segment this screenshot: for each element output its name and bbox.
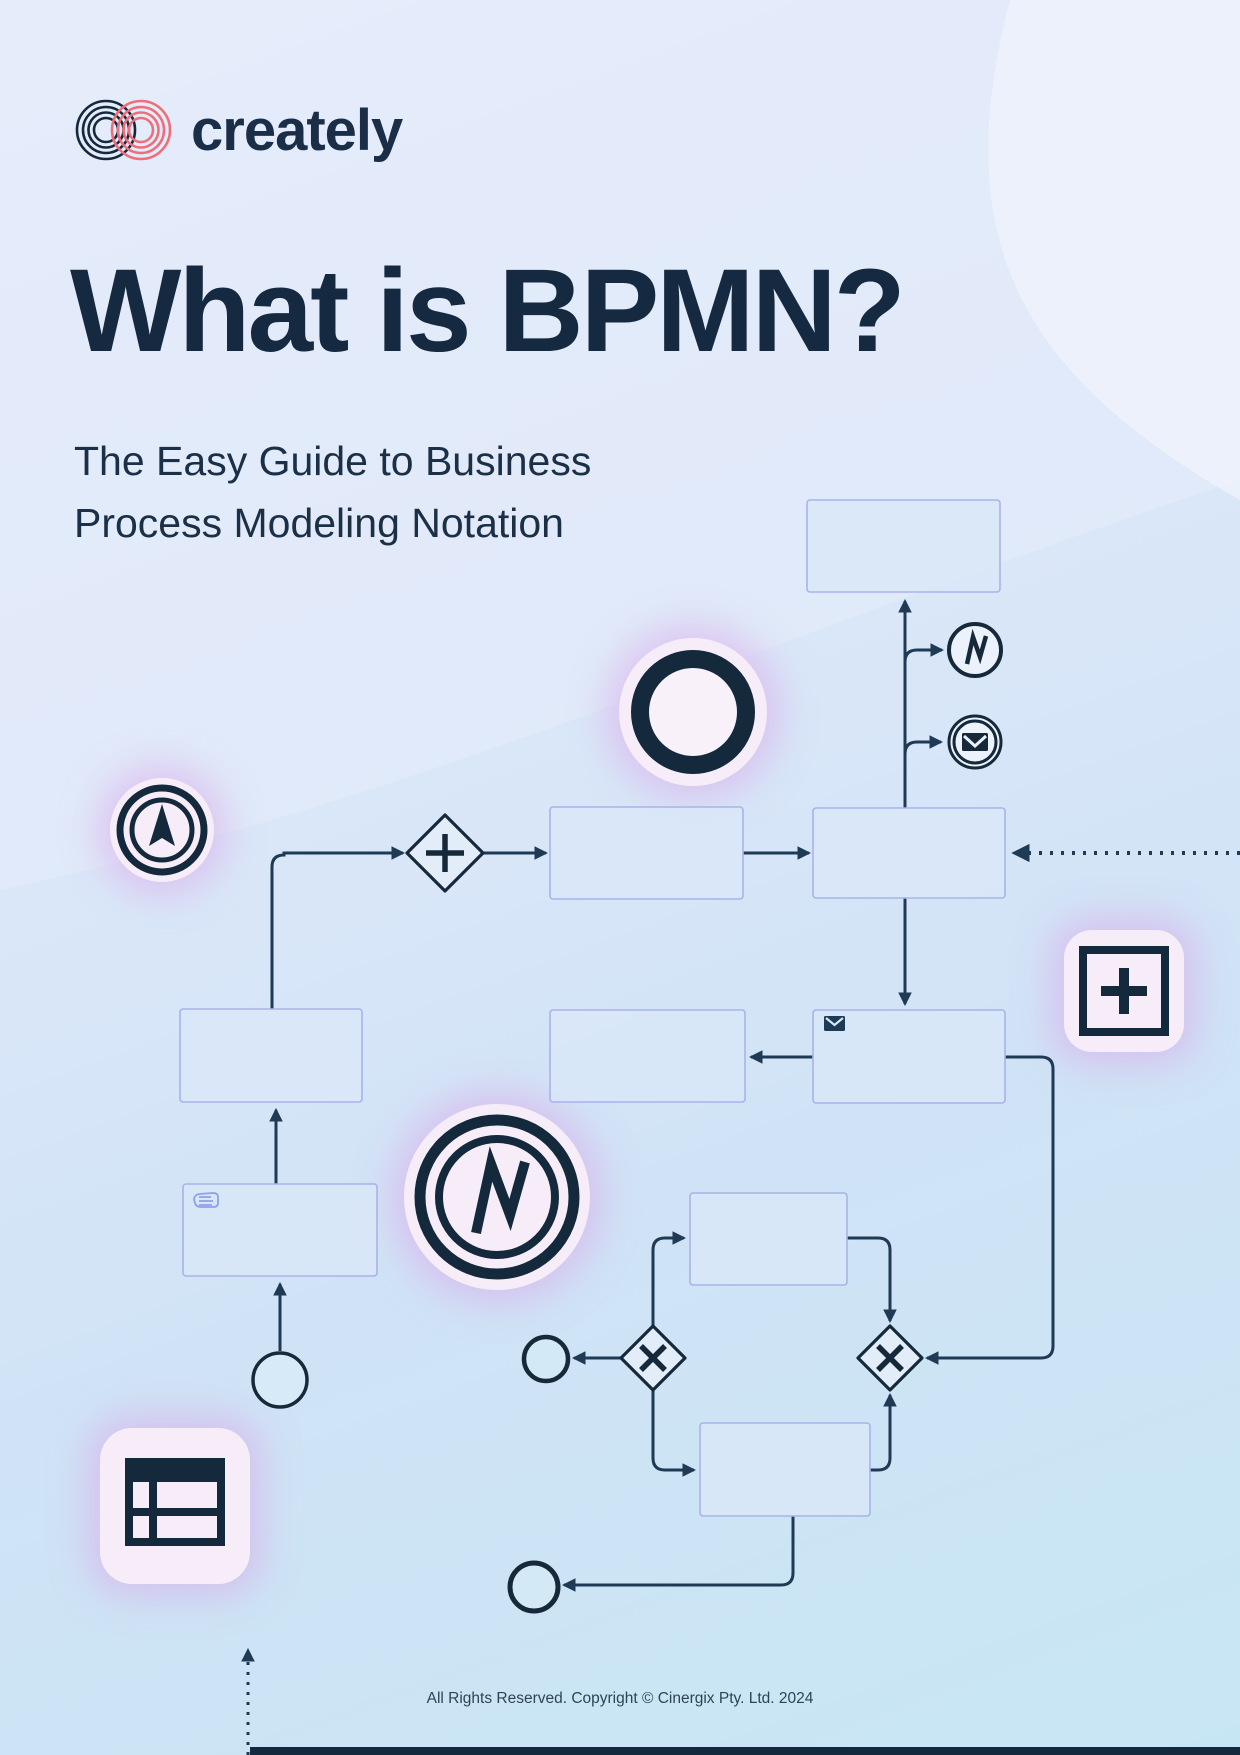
start-event-circle	[251, 1351, 309, 1409]
manual-task-hand-icon	[193, 1192, 219, 1208]
end-event-circle-1	[521, 1334, 571, 1384]
task-manual	[182, 1183, 378, 1277]
logo-wordmark: creately	[191, 97, 403, 163]
subtitle-line-2: Process Modeling Notation	[74, 500, 564, 546]
creately-infinity-rings-icon	[75, 99, 172, 161]
task-branch-top	[689, 1192, 848, 1286]
flow-long-down-to-gateway	[924, 1055, 1055, 1365]
creately-logo: creately	[75, 96, 403, 164]
page-title: What is BPMN?	[70, 245, 906, 377]
thick-ring-end-event-icon	[631, 650, 755, 774]
flow-to-message-event	[903, 735, 944, 755]
flow-to-end-event-2	[561, 1516, 795, 1592]
end-event-circle-2	[507, 1560, 561, 1614]
gateway-glyphs	[426, 834, 904, 1372]
subprocess-plus-icon	[1079, 946, 1169, 1036]
envelope-flap	[962, 734, 988, 749]
task-branch-bottom	[699, 1422, 871, 1517]
envelope-flap	[825, 1017, 844, 1027]
flow-branch-top	[651, 1231, 687, 1326]
lightning-event-icon	[964, 628, 989, 665]
task-row2-right	[812, 1009, 1006, 1104]
bpmn-tasks	[179, 499, 1006, 1517]
big-lightning-event-icon	[414, 1114, 580, 1280]
task-row1-mid	[549, 806, 744, 900]
flow-left-up-to-gateway	[270, 846, 406, 1009]
message-envelope-event-icon	[962, 733, 988, 751]
bottom-accent-bar	[250, 1747, 1240, 1755]
subtitle-line-1: The Easy Guide to Business	[74, 438, 592, 484]
task-row2-mid	[549, 1009, 746, 1103]
task-top	[806, 499, 1001, 593]
bpmn-events	[251, 622, 1003, 1614]
end-event-badge	[619, 638, 767, 786]
task-markers	[193, 1016, 845, 1208]
lightning-event-badge	[404, 1104, 590, 1290]
x-icon	[639, 1344, 667, 1372]
footer-copyright: All Rights Reserved. Copyright © Cinergi…	[426, 1690, 814, 1707]
page-subtitle: The Easy Guide to Business Process Model…	[74, 430, 591, 554]
sequence-flows	[241, 598, 1240, 1755]
table-grid-icon	[125, 1458, 225, 1546]
message-event-inner	[952, 719, 998, 765]
x-icon	[876, 1344, 904, 1372]
compass-arrow-event-icon	[116, 784, 208, 876]
task-row1-right	[812, 807, 1006, 899]
task-row2-left	[179, 1008, 363, 1103]
flow-branch-bottom	[651, 1390, 697, 1477]
table-badge	[100, 1428, 250, 1584]
compass-event-badge	[110, 778, 214, 882]
subprocess-plus-badge	[1064, 930, 1184, 1052]
flow-into-right-gateway-top	[847, 1236, 897, 1324]
flow-into-right-gateway-bottom	[870, 1392, 897, 1472]
flow-to-lightning-event	[903, 643, 945, 663]
lightning-event-circle	[947, 622, 1003, 678]
